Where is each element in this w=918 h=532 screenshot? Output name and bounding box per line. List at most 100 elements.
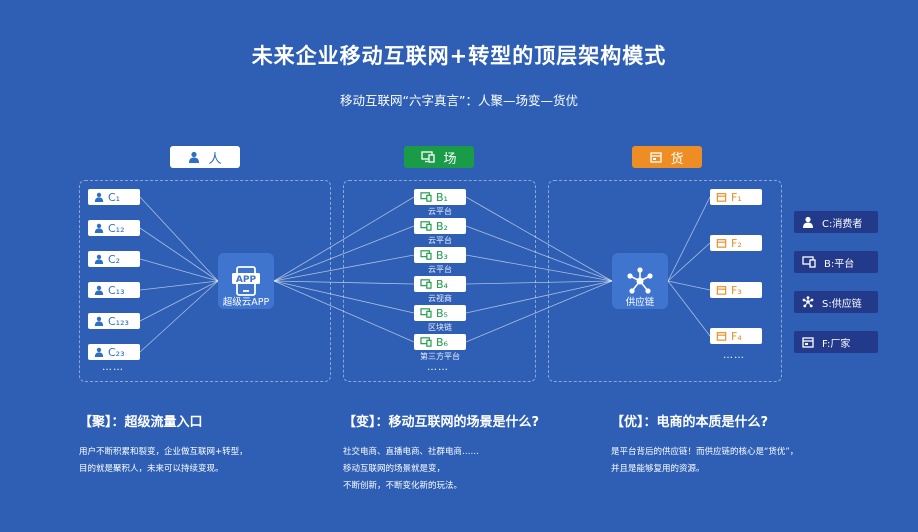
network-icon [627,267,653,294]
consumer-node: C₂ [88,251,140,267]
platform-node: B₅ [414,305,466,321]
middle-ellipsis: …… [427,362,449,373]
header-huo: 货 [632,146,702,168]
factory-icon [650,152,663,163]
section-bian-heading: 【变】：移动互联网的场景是什么? [343,415,540,430]
app-hub: APP [218,253,274,309]
platform-node-sub: 云平台 [428,207,452,216]
platform-node-label: B₃ [436,248,448,262]
person-icon [803,216,813,228]
factory-node-label: F₄ [731,329,742,343]
platform-node-label: B₅ [436,306,448,320]
app-hub-label: 超级云APP [222,297,270,308]
legend-item-factory: F:厂家 [794,331,878,353]
consumer-node-label: C₁₂₃ [108,314,129,328]
factory-node: F₃ [710,282,762,298]
factory-icon [716,239,727,248]
section-bian-text: 社交电商、直播电商、社群电商…… 移动互联网的场景就是变， 不断创新，不断变化新… [343,444,583,495]
section-line: 目的就是聚积人，未来可以持续变现。 [79,464,224,474]
platform-node-sub: 区块链 [428,323,452,332]
consumer-node: C₁₂ [88,220,140,236]
platform-node: B₄ [414,276,466,292]
platform-node-label: B₆ [436,335,448,349]
section-ju-heading: 【聚】：超级流量入口 [79,415,203,430]
consumer-node: C₁₂₃ [88,313,140,329]
legend-item-consumer: C:消费者 [794,211,878,233]
person-icon [94,254,104,264]
consumer-node-label: C₁ [108,190,121,204]
panel-chang [343,180,536,382]
legend-item-platform: B:平台 [794,251,878,273]
section-you-text: 是平台背后的供应链！而供应链的核心是“货优”， 并且是能够复用的资源。 [611,444,901,478]
platform-node-label: B₄ [436,277,448,291]
consumer-node-label: C₁₃ [108,283,125,297]
person-icon [94,285,104,295]
platform-node-sub: 云视商 [428,294,452,303]
factory-icon [716,286,727,295]
consumer-node-label: C₂ [108,252,121,266]
section-line: 社交电商、直播电商、社群电商…… [343,447,480,457]
supply-chain-hub-label: 供应链 [625,297,655,308]
network-icon [802,296,814,308]
supply-chain-hub [612,253,668,309]
legend-item-supply-chain: S:供应链 [794,291,878,313]
header-huo-label: 货 [670,151,684,167]
platform-node-sub: 第三方平台 [420,352,460,361]
factory-node-label: F₁ [731,190,742,204]
section-line: 并且是能够复用的资源。 [611,464,705,474]
factory-node: F₁ [710,189,762,205]
platform-node: B₂ [414,218,466,234]
factory-icon [802,337,814,348]
person-icon [189,151,200,163]
factory-node-label: F₃ [731,283,742,297]
legend-label: C:消费者 [822,218,863,230]
consumer-node: C₂₃ [88,344,140,360]
section-line: 用户不断积累和裂变，企业做互联网+转型， [79,447,248,457]
monitor-icon [420,192,432,202]
consumer-node-label: C₁₂ [108,221,125,235]
header-ren-label: 人 [208,151,222,167]
section-you-heading: 【优】：电商的本质是什么? [611,415,769,430]
person-icon [94,192,104,202]
section-line: 不断创新，不断变化新的玩法。 [343,481,463,491]
legend-label: B:平台 [824,258,855,270]
platform-node-label: B₂ [436,219,448,233]
monitor-icon [420,250,432,260]
panel-ren [79,180,331,382]
section-line: 是平台背后的供应链！而供应链的核心是“货优”， [611,447,799,457]
person-icon [94,316,104,326]
header-ren: 人 [170,146,240,168]
monitor-icon [420,337,432,347]
monitor-icon [420,308,432,318]
person-icon [94,347,104,357]
right-ellipsis: …… [723,350,745,361]
factory-icon [716,332,727,341]
platform-node-sub: 云平台 [428,236,452,245]
page-subtitle: 移动互联网“六字真言”：人聚—场变—货优 [340,93,578,108]
monitor-icon [420,279,432,289]
consumer-node-label: C₂₃ [108,345,125,359]
page-title: 未来企业移动互联网+转型的顶层架构模式 [251,44,667,68]
platform-node-sub: 云平台 [428,265,452,274]
factory-icon [716,193,727,202]
app-badge-text: APP [236,275,257,285]
consumer-node: C₁₃ [88,282,140,298]
platform-node-label: B₁ [436,190,448,204]
platform-node: B₃ [414,247,466,263]
platform-node: B₁ [414,189,466,205]
section-ju-text: 用户不断积累和裂变，企业做互联网+转型， 目的就是聚积人，未来可以持续变现。 [79,444,329,478]
factory-node: F₂ [710,235,762,251]
panel-huo [548,180,782,382]
person-icon [94,223,104,233]
app-phone-icon: APP [232,266,260,296]
platform-node: B₆ [414,334,466,350]
header-chang-label: 场 [443,151,457,167]
factory-node-label: F₂ [731,236,742,250]
factory-node: F₄ [710,328,762,344]
monitor-icon [802,256,816,268]
monitor-icon [421,151,436,163]
legend-label: S:供应链 [822,298,862,310]
monitor-icon [420,221,432,231]
legend-label: F:厂家 [822,338,851,350]
